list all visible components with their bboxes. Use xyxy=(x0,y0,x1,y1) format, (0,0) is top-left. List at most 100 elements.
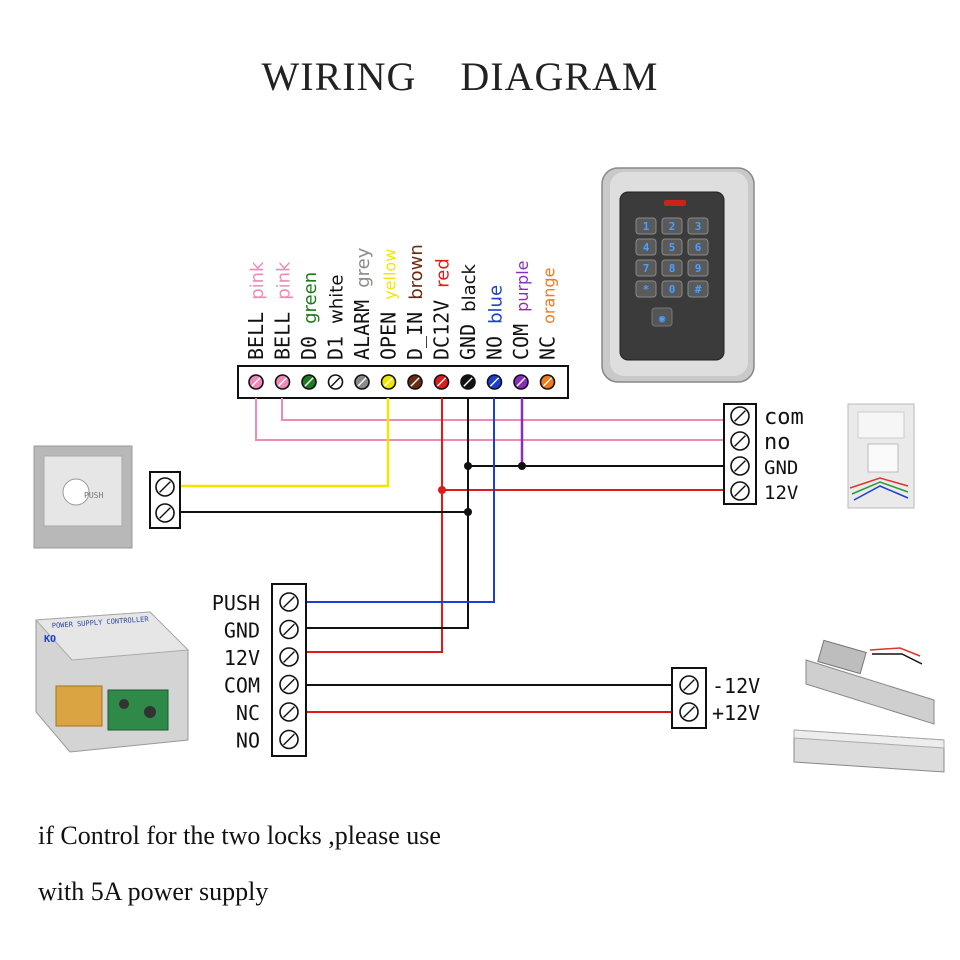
terminal-screw xyxy=(460,374,476,390)
lock-terminal-label: +12V xyxy=(712,701,760,725)
power-supply-image: POWER SUPPLY CONTROLLER KO xyxy=(34,611,190,753)
terminal-screw xyxy=(301,374,317,390)
keypad-key: 6 xyxy=(687,238,709,256)
red-wire-doorbell xyxy=(441,398,726,491)
reader-wire-color-label: green xyxy=(300,272,321,324)
reader-wire-color-label: black xyxy=(459,263,480,311)
black-wire-doorbell xyxy=(467,398,726,467)
exit-button-image: PUSH xyxy=(33,445,133,549)
terminal-screw xyxy=(279,619,299,640)
keypad-key-label: 0 xyxy=(669,283,676,296)
terminal-screw xyxy=(380,374,397,390)
terminal-screw xyxy=(407,374,423,390)
keypad-key: 4 xyxy=(635,238,657,256)
terminal-screw xyxy=(486,374,503,390)
psu-terminal-label: PUSH xyxy=(212,591,260,615)
keypad-key: 5 xyxy=(661,238,683,256)
keypad-key: 3 xyxy=(687,217,709,235)
psu-brand: KO xyxy=(44,634,56,645)
page-title: WIRING DIAGRAM xyxy=(262,54,659,99)
terminal-screw xyxy=(679,702,699,722)
pink-wire-2 xyxy=(281,398,726,421)
terminal-screw xyxy=(730,456,750,476)
svg-text:◉: ◉ xyxy=(659,312,666,325)
reader-pin-label: D0 green xyxy=(297,272,321,360)
pink-wire-1 xyxy=(255,398,726,441)
reader-wire-color-label: orange xyxy=(540,268,559,324)
psu-terminal-label: NO xyxy=(236,729,260,753)
terminal-screw xyxy=(513,374,529,390)
psu-terminal-label: 12V xyxy=(224,646,260,670)
terminal-screw xyxy=(248,374,264,390)
junction-dot xyxy=(518,462,526,470)
keypad-key-label: 2 xyxy=(669,220,676,233)
lock-terminal-label: -12V xyxy=(712,674,760,698)
keypad-key: 0 xyxy=(661,280,683,298)
keypad-key: 9 xyxy=(687,259,709,277)
reader-pin-label: BELL pink xyxy=(271,261,295,360)
keypad-key-label: 1 xyxy=(643,220,650,233)
psu-terminal-label: COM xyxy=(224,674,260,698)
reader-pin-label: NC orange xyxy=(536,268,560,360)
keypad-key-label: 8 xyxy=(669,262,676,275)
reader-wire-color-label: brown xyxy=(406,244,427,300)
doorbell-terminal-label: no xyxy=(764,430,791,455)
terminal-screw xyxy=(279,647,299,667)
keypad-key-label: # xyxy=(695,283,702,296)
yellow-wire xyxy=(180,398,390,488)
keypad-key: # xyxy=(687,280,709,298)
reader-pin-label: D1 white xyxy=(324,275,348,360)
lock-terminal-block: -12V +12V xyxy=(671,667,760,729)
psu-terminal-label: GND xyxy=(224,619,260,643)
junction-dot xyxy=(464,462,472,470)
terminal-screw xyxy=(433,374,450,390)
terminal-screw xyxy=(279,729,299,750)
keypad-key-label: 9 xyxy=(695,262,702,275)
red-wire-psu xyxy=(306,490,443,653)
reader-pin-label: DC12V red xyxy=(430,258,454,360)
junction-dot xyxy=(438,486,446,494)
keypad-key: 1 xyxy=(635,217,657,235)
reader-pin-label: COM purple xyxy=(509,261,533,361)
reader-wire-color-label: red xyxy=(433,258,454,288)
terminal-screw xyxy=(155,477,175,497)
keypad-key-label: 6 xyxy=(695,241,702,254)
reader-wire-color-label: white xyxy=(327,275,348,324)
magnetic-lock-image xyxy=(793,729,945,773)
doorbell-terminal-label: 12V xyxy=(764,482,798,504)
reader-wire-color-label: blue xyxy=(486,285,507,324)
reader-wire-color-label: grey xyxy=(353,247,374,288)
terminal-screw xyxy=(730,481,750,501)
reader-pin-label: BELL pink xyxy=(244,261,268,360)
keypad-key-label: 4 xyxy=(643,241,650,254)
reader-pin-label: D_IN brown xyxy=(403,244,427,360)
reader-pin-label: OPEN yellow xyxy=(377,249,401,360)
black-wire-psu xyxy=(306,466,469,629)
reader-pin-label: NO blue xyxy=(483,285,507,360)
reader-wire-color-label: purple xyxy=(513,261,532,312)
terminal-screw xyxy=(539,374,556,390)
doorbell-image xyxy=(847,403,915,509)
reader-wire-color-label: pink xyxy=(247,261,268,300)
junction-dot xyxy=(464,508,472,516)
keypad-key: 2 xyxy=(661,217,683,235)
terminal-screw xyxy=(274,374,291,390)
exit-button-terminal-block xyxy=(149,471,181,529)
keypad-key-label: 7 xyxy=(643,262,650,275)
note-line-2: with 5A power supply xyxy=(38,877,268,906)
terminal-screw xyxy=(354,374,370,390)
terminal-screw xyxy=(155,503,175,523)
psu-terminal-label: NC xyxy=(236,701,260,725)
reader-pin-label: ALARM grey xyxy=(350,247,374,360)
terminal-screw xyxy=(327,374,344,390)
terminal-screw xyxy=(679,675,699,695)
reader-pin-label: GND black xyxy=(456,263,480,360)
terminal-screw xyxy=(279,592,299,612)
keypad-key-label: 5 xyxy=(669,241,676,254)
electric-bolt-lock-image xyxy=(805,639,935,725)
